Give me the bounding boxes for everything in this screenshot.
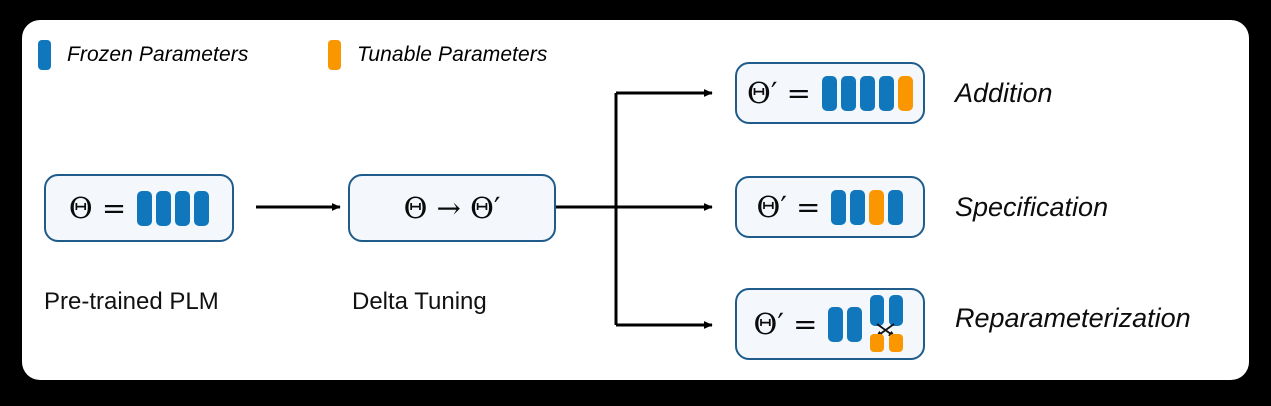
parameter-bar-frozen xyxy=(194,190,210,226)
node-pretrained-plm: Θ = xyxy=(44,174,234,242)
parameter-bar-tunable xyxy=(897,75,913,111)
parameter-bar-frozen xyxy=(870,295,885,326)
reparam-base-bars xyxy=(828,307,863,342)
parameter-block-tunable xyxy=(870,334,885,352)
legend-item-frozen: Frozen Parameters xyxy=(38,40,248,70)
parameter-bar-frozen xyxy=(831,189,847,225)
parameter-bar-frozen xyxy=(137,190,153,226)
node-reparameterization: Θ′ = xyxy=(735,288,925,360)
addition-parameter-bars xyxy=(821,69,913,117)
plm-equation: Θ = xyxy=(68,190,127,225)
parameter-bar-tunable xyxy=(869,189,885,225)
specification-equation: Θ′ = xyxy=(756,189,821,224)
node-delta-tuning: Θ → Θ′ xyxy=(348,174,556,242)
parameter-bar-frozen xyxy=(156,190,172,226)
parameter-bar-frozen xyxy=(850,189,866,225)
branch-label-addition: Addition xyxy=(955,78,1053,108)
frozen-swatch-icon xyxy=(38,40,51,70)
node-addition: Θ′ = xyxy=(735,62,925,124)
plm-parameter-bars xyxy=(137,184,210,232)
branch-label-specification: Specification xyxy=(955,192,1109,222)
parameter-bar-frozen xyxy=(828,307,844,342)
parameter-block-tunable xyxy=(889,334,904,352)
caption-delta-tuning: Delta Tuning xyxy=(352,288,487,315)
legend-label-tunable: Tunable Parameters xyxy=(357,43,548,66)
parameter-bar-frozen xyxy=(859,75,875,111)
reparam-tunable-blocks xyxy=(870,334,904,352)
delta-equation: Θ → Θ′ xyxy=(403,190,501,225)
addition-equation: Θ′ = xyxy=(747,75,811,110)
branch-label-reparameterization: Reparameterization xyxy=(955,303,1191,333)
parameter-bar-frozen xyxy=(175,190,191,226)
parameter-bar-frozen xyxy=(878,75,894,111)
reparam-raised-bars xyxy=(870,295,904,326)
specification-parameter-bars xyxy=(831,183,904,231)
reparameterization-parameter-graphic xyxy=(828,295,906,353)
reparameterization-equation: Θ′ = xyxy=(753,306,818,341)
parameter-bar-frozen xyxy=(840,75,856,111)
parameter-bar-frozen xyxy=(888,189,904,225)
tunable-swatch-icon xyxy=(328,40,341,70)
node-specification: Θ′ = xyxy=(735,176,925,238)
legend-label-frozen: Frozen Parameters xyxy=(67,43,249,66)
parameter-bar-frozen xyxy=(847,307,863,342)
caption-pretrained-plm: Pre-trained PLM xyxy=(44,288,219,315)
parameter-bar-frozen xyxy=(821,75,837,111)
parameter-bar-frozen xyxy=(889,295,904,326)
legend-item-tunable: Tunable Parameters xyxy=(328,40,548,70)
